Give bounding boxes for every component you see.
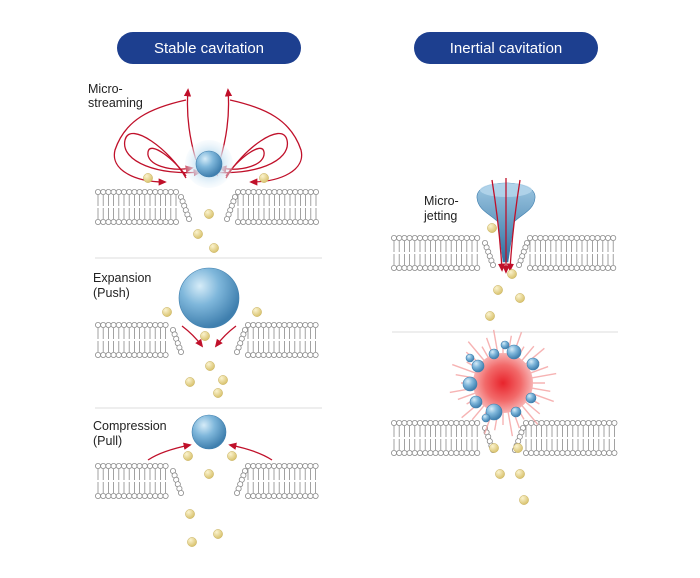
molecule-7 (252, 307, 262, 317)
molecule-5 (209, 243, 219, 253)
drug-molecules (143, 173, 529, 547)
jet-arrow-right (506, 179, 521, 272)
jet-arrow-left (491, 179, 506, 272)
molecule-11 (218, 375, 228, 385)
molecule-15 (204, 469, 214, 479)
stable-cavitation-pill (117, 32, 301, 64)
molecule-27 (515, 469, 525, 479)
fragment-3 (506, 344, 522, 360)
membranes (95, 188, 618, 499)
membrane-p2-left (95, 321, 184, 358)
molecule-12 (213, 388, 223, 398)
molecule-22 (515, 293, 525, 303)
stable-cavitation-header: Stable cavitation (117, 32, 301, 64)
molecule-23 (485, 311, 495, 321)
molecule-16 (185, 509, 195, 519)
molecule-18 (187, 537, 197, 547)
flow-line-right-far (229, 99, 303, 186)
fragment-2 (488, 348, 500, 360)
fragment-9 (525, 392, 537, 404)
molecule-21 (493, 285, 503, 295)
microjetting-label-line2: jetting (423, 209, 457, 223)
microstreaming-label-line2: streaming (88, 96, 143, 110)
membrane-i2-left (390, 419, 496, 456)
push-arrow-left (181, 325, 204, 348)
compressed-bubble (191, 414, 227, 450)
membrane-p1-left (95, 188, 192, 225)
fragment-11 (500, 340, 510, 350)
inertial-cavitation-pill (414, 32, 598, 64)
fragment-5 (462, 376, 478, 392)
molecule-20 (507, 269, 517, 279)
fragment-8 (510, 406, 522, 418)
microbubble (195, 150, 223, 178)
membrane-i2-right (512, 419, 618, 456)
expansion-label-line2: (Push) (93, 286, 130, 300)
compression-label-line2: (Pull) (93, 434, 122, 448)
jet-arrows (491, 178, 521, 274)
fragment-12 (481, 413, 491, 423)
molecule-9 (205, 361, 215, 371)
molecule-1 (143, 173, 153, 183)
flow-line-right-outer (210, 133, 288, 179)
inertial-cavitation-title: Inertial cavitation (450, 40, 563, 57)
flow-line-left-loop (147, 147, 194, 177)
membrane-p3-right (233, 462, 319, 499)
molecule-19 (487, 223, 497, 233)
molecule-6 (162, 307, 172, 317)
pull-arrow-left (147, 442, 192, 461)
fragment-1 (471, 359, 485, 373)
stable-cavitation-title: Stable cavitation (154, 40, 264, 57)
collapse-burst (473, 353, 533, 413)
compression-panel: Compression (Pull) (93, 414, 273, 461)
microjetting-label-line1: Micro- (424, 194, 459, 208)
compression-label-line1: Compression (93, 419, 167, 433)
pull-arrow-right (228, 442, 273, 461)
microstreaming-panel: Micro- streaming (88, 82, 303, 188)
fragment-4 (526, 357, 540, 371)
molecule-14 (227, 451, 237, 461)
membrane-p2-right (233, 321, 319, 358)
molecule-3 (204, 209, 214, 219)
molecule-26 (495, 469, 505, 479)
fragment-10 (465, 353, 475, 363)
membrane-i1-right (516, 234, 617, 271)
molecule-4 (193, 229, 203, 239)
microstreaming-label-line1: Micro- (88, 82, 123, 96)
expansion-panel: Expansion (Push) (93, 267, 240, 348)
push-arrow-right (214, 325, 237, 348)
fragment-7 (485, 403, 503, 421)
flow-line-left-far (113, 99, 187, 186)
membrane-p3-left (95, 462, 184, 499)
molecule-25 (513, 443, 523, 453)
molecule-13 (183, 451, 193, 461)
membrane-i1-left (390, 234, 496, 271)
streaming-flow-lines (113, 88, 303, 186)
molecule-24 (489, 443, 499, 453)
membrane-p1-right (223, 188, 319, 225)
flow-line-left-outer (124, 133, 202, 179)
microjetting-panel: Micro- jetting (423, 178, 536, 274)
molecule-10 (185, 377, 195, 387)
flow-line-right-loop (218, 147, 265, 177)
expansion-label-line1: Expansion (93, 271, 151, 285)
molecule-28 (519, 495, 529, 505)
bubble-fragments (462, 340, 540, 423)
molecule-17 (213, 529, 223, 539)
expanded-bubble (178, 267, 240, 329)
molecule-8 (200, 331, 210, 341)
collapse-panel (449, 329, 557, 437)
molecule-2 (259, 173, 269, 183)
inertial-cavitation-header: Inertial cavitation (414, 32, 598, 64)
fragment-6 (469, 395, 483, 409)
